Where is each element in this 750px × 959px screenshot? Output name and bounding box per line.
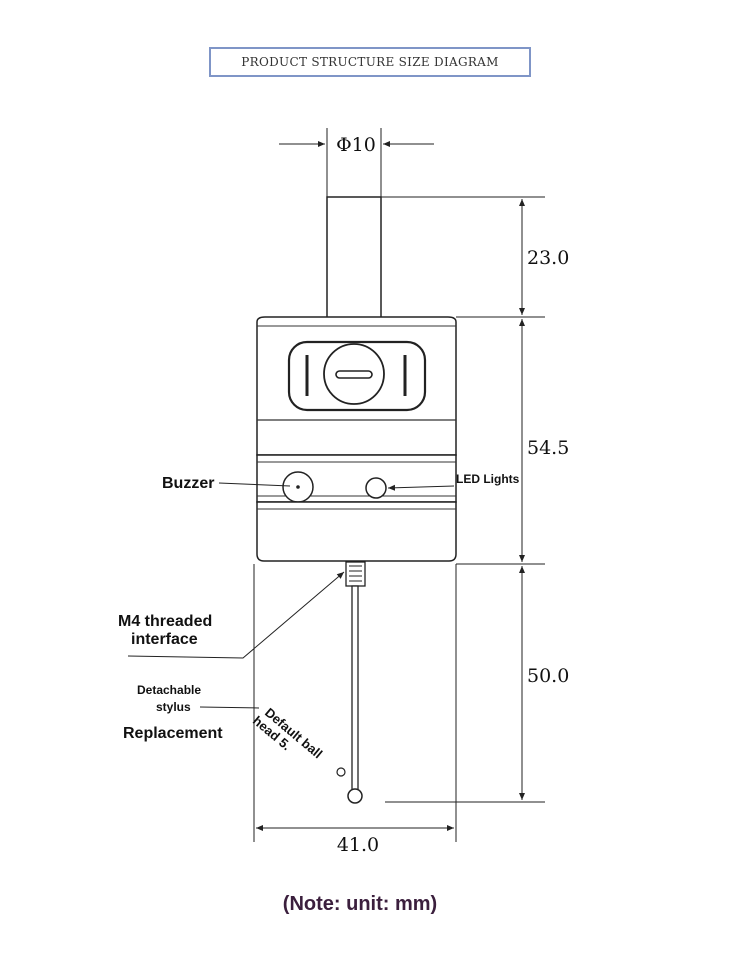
label-thread-line1: M4 threaded bbox=[118, 613, 212, 630]
label-stylus-line2: stylus bbox=[156, 700, 191, 714]
probe-shank bbox=[326, 196, 382, 322]
label-buzzer: Buzzer bbox=[162, 475, 214, 492]
label-replacement: Replacement bbox=[123, 725, 223, 742]
stylus-ball bbox=[347, 788, 363, 804]
label-thread-line2: interface bbox=[131, 631, 198, 648]
led-light bbox=[365, 477, 387, 499]
label-led-lights: LED Lights bbox=[456, 472, 520, 486]
dim-shank-length: 23.0 bbox=[527, 247, 569, 269]
dim-body-height: 54.5 bbox=[527, 437, 569, 459]
probe-body-bottom bbox=[256, 501, 457, 562]
label-stylus-line1: Detachable bbox=[137, 683, 201, 697]
stylus-rod bbox=[351, 585, 359, 793]
dim-body-width: 41.0 bbox=[337, 834, 379, 856]
diagram-title: PRODUCT STRUCTURE SIZE DIAGRAM bbox=[209, 47, 531, 77]
unit-note: (Note: unit: mm) bbox=[282, 893, 438, 915]
dim-shaft-diameter: Φ10 bbox=[336, 134, 376, 156]
dim-stylus-length: 50.0 bbox=[527, 665, 569, 687]
